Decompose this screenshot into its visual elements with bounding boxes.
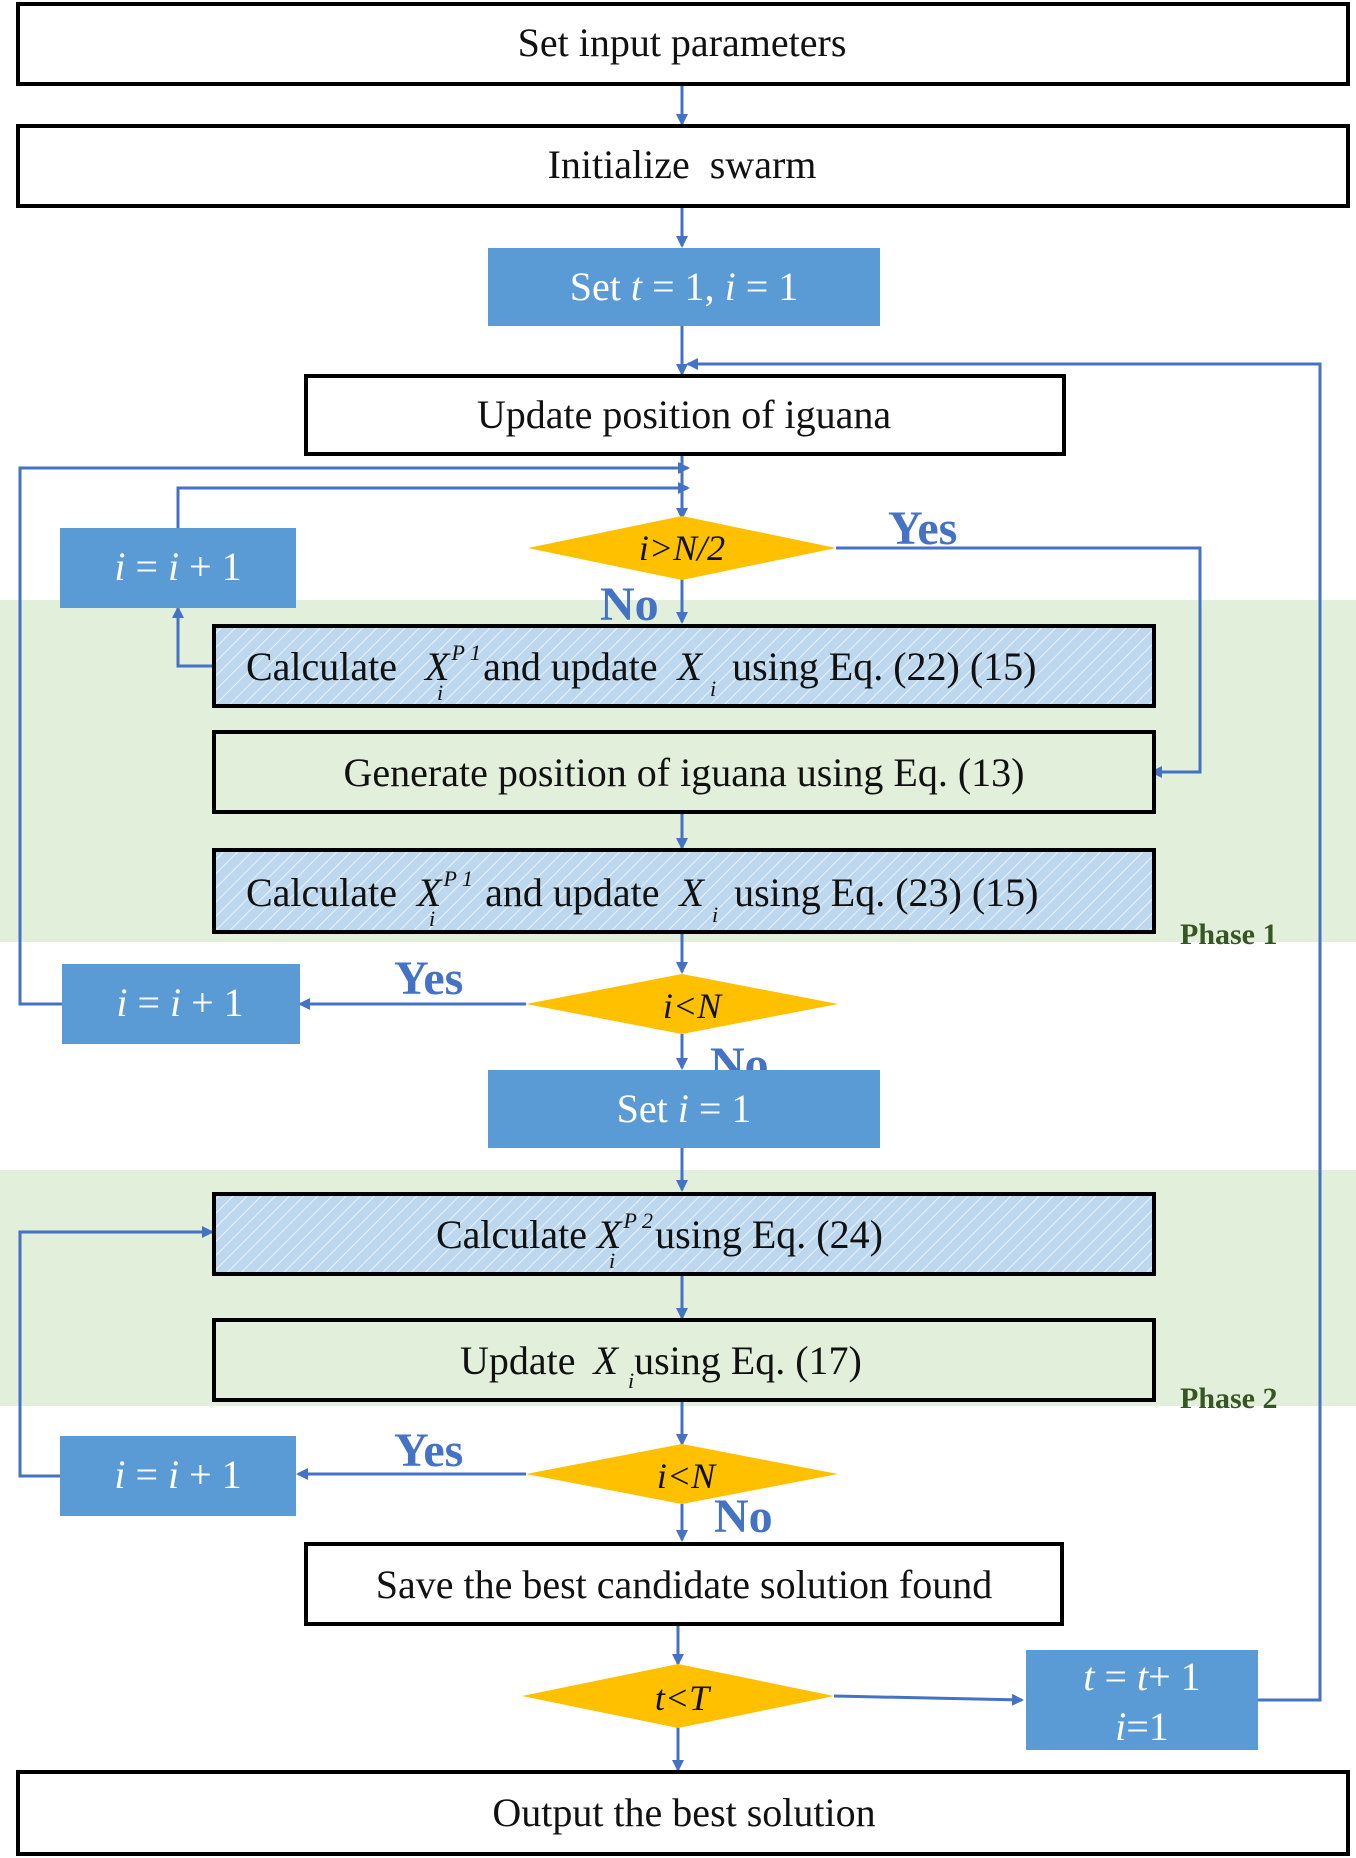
set-input-node: Set input parameters xyxy=(16,2,1350,86)
init-swarm-node: Initialize swarm xyxy=(16,124,1350,208)
yes-label-1: Yes xyxy=(888,502,957,555)
init-swarm-text: Initialize swarm xyxy=(548,142,817,187)
decision-less-n-1: i<N xyxy=(526,974,838,1034)
set-i-text: Set i = 1 xyxy=(617,1086,752,1131)
yes-label-3: Yes xyxy=(394,1424,463,1477)
set-input-text: Set input parameters xyxy=(518,20,847,65)
decision-half-n: i>N/2 xyxy=(528,516,836,580)
output-text: Output the best solution xyxy=(492,1790,875,1835)
yes-label-2: Yes xyxy=(394,952,463,1005)
increment-t-text: t = t+ 1 xyxy=(1083,1654,1200,1699)
increment-i-text-1: i = i + 1 xyxy=(114,544,241,589)
increment-t-node: t = t+ 1 i=1 xyxy=(1026,1650,1258,1750)
phase2-label: Phase 2 xyxy=(1180,1382,1278,1415)
increment-i-node-2: i = i + 1 xyxy=(62,964,300,1044)
save-best-text: Save the best candidate solution found xyxy=(376,1562,993,1607)
increment-i-node-3: i = i + 1 xyxy=(60,1436,296,1516)
save-best-node: Save the best candidate solution found xyxy=(304,1542,1064,1626)
set-i-node: Set i = 1 xyxy=(488,1070,880,1148)
set-t-i-node: Set t = 1, i = 1 xyxy=(488,248,880,326)
generate-position-text: Generate position of iguana using Eq. (1… xyxy=(344,750,1025,795)
no-label-3: No xyxy=(714,1490,773,1543)
decision-t-less-T-text: t<T xyxy=(655,1678,712,1718)
phase1-label: Phase 1 xyxy=(1180,918,1278,951)
update-position-text: Update position of iguana xyxy=(477,392,892,437)
increment-i-node-1: i = i + 1 xyxy=(60,528,296,608)
set-t-i-text: Set t = 1, i = 1 xyxy=(570,264,799,309)
decision-less-n-text-2: i<N xyxy=(657,1456,717,1496)
decision-t-less-T: t<T xyxy=(522,1664,834,1728)
no-label-1: No xyxy=(600,578,659,631)
decision-half-n-text: i>N/2 xyxy=(639,528,725,568)
generate-position-node: Generate position of iguana using Eq. (1… xyxy=(212,730,1156,814)
increment-i-text-3: i = i + 1 xyxy=(114,1452,241,1497)
update-position-node: Update position of iguana xyxy=(304,374,1066,456)
increment-t-text-line2: i=1 xyxy=(1115,1704,1169,1749)
output-node: Output the best solution xyxy=(16,1770,1350,1856)
decision-less-n-2: i<N xyxy=(526,1444,838,1504)
increment-i-text-2: i = i + 1 xyxy=(116,980,243,1025)
connectors xyxy=(18,86,1322,1772)
decision-less-n-text-1: i<N xyxy=(663,986,723,1026)
